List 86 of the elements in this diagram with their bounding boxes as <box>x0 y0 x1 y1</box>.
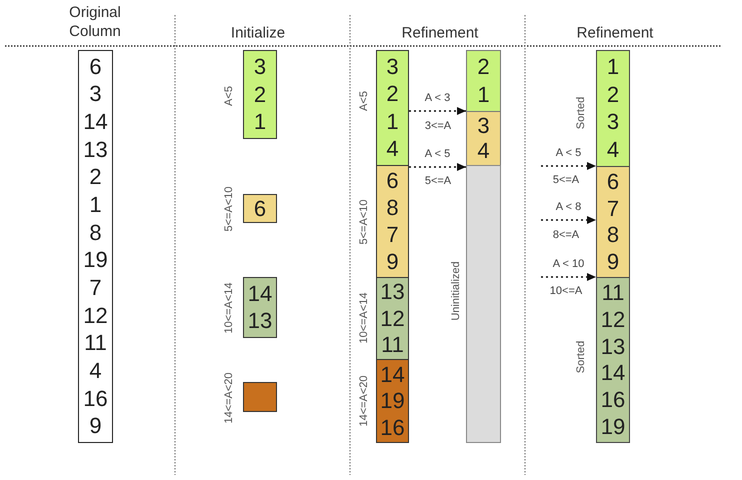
range-label: Sorted <box>575 340 587 374</box>
edge-label: A < 5 <box>424 148 452 160</box>
range-label: 14<=A<20 <box>358 375 370 427</box>
edge-label: A < 5 <box>554 147 582 159</box>
range-label: Uninitialized <box>450 261 462 321</box>
range-label: 10<=A<14 <box>223 282 235 334</box>
dotted-arrow <box>409 107 466 115</box>
column-heading: Refinement <box>576 24 654 42</box>
value-number: 14 <box>380 362 405 386</box>
value-number: 19 <box>380 389 405 413</box>
value-number: 6 <box>606 170 620 194</box>
value-number: 11 <box>381 332 404 357</box>
value-column <box>78 50 113 443</box>
value-number: 8 <box>606 223 620 248</box>
column-heading: Initialize <box>230 24 286 42</box>
dotted-arrow <box>541 216 596 224</box>
range-label: 14<=A<20 <box>223 372 235 424</box>
value-number: 3 <box>254 54 266 79</box>
value-number: 19 <box>83 248 108 272</box>
dotted-arrow <box>409 163 466 171</box>
value-number: 13 <box>380 280 405 304</box>
value-number: 8 <box>89 220 102 245</box>
range-condition: 10<=A <box>550 285 582 297</box>
range-condition: 5<=A <box>552 174 580 186</box>
value-number: 3 <box>386 54 399 79</box>
edge-label: A < 10 <box>552 258 586 270</box>
value-number: 2 <box>89 165 102 190</box>
value-number: 12 <box>600 308 626 332</box>
column-segment <box>596 166 630 278</box>
value-number: 11 <box>602 280 624 305</box>
value-number: 8 <box>386 196 399 220</box>
value-number: 14 <box>248 282 272 306</box>
value-number: 14 <box>600 361 626 386</box>
value-number: 4 <box>386 137 399 162</box>
value-number: 7 <box>606 196 620 221</box>
range-label: A<5 <box>223 86 235 106</box>
value-number: 4 <box>606 138 620 162</box>
value-number: 13 <box>248 309 272 334</box>
column-heading: Refinement <box>402 24 478 42</box>
value-number: 1 <box>606 54 620 79</box>
range-condition: 8<=A <box>552 229 580 241</box>
value-number: 13 <box>83 138 108 162</box>
value-number: 9 <box>386 250 399 274</box>
value-number: 16 <box>380 416 405 440</box>
value-number: 7 <box>89 276 102 300</box>
column-segment <box>466 50 501 112</box>
value-number: 4 <box>477 139 490 164</box>
value-number: 12 <box>380 306 405 330</box>
value-number: 9 <box>89 414 102 438</box>
dotted-arrow <box>541 162 596 170</box>
range-condition: 5<=A <box>424 175 452 187</box>
value-number: 12 <box>83 304 108 328</box>
value-number: 6 <box>386 169 399 193</box>
value-number: 1 <box>477 83 490 107</box>
range-label: 5<=A<10 <box>358 200 370 244</box>
value-number: 16 <box>600 388 626 412</box>
value-number: 16 <box>83 386 108 411</box>
edge-label: A < 8 <box>554 201 582 213</box>
value-number: 7 <box>386 223 399 247</box>
edge-label: A < 3 <box>424 92 452 104</box>
value-number: 1 <box>386 110 399 134</box>
column-segment <box>466 111 501 166</box>
value-number: 13 <box>600 334 626 359</box>
value-number: 2 <box>254 82 266 106</box>
range-label: 10<=A<14 <box>358 292 370 344</box>
range-label: A<5 <box>358 91 370 111</box>
value-number: 3 <box>606 110 620 134</box>
value-number: 6 <box>254 196 266 220</box>
range-label: 5<=A<10 <box>223 186 235 232</box>
value-number: 1 <box>254 110 266 134</box>
value-number: 2 <box>606 82 620 107</box>
value-number: 11 <box>84 331 107 356</box>
column-heading: Original Column <box>68 3 122 41</box>
value-number: 6 <box>89 54 102 79</box>
dotted-arrow <box>541 273 596 281</box>
value-number: 9 <box>606 250 620 274</box>
value-number: 19 <box>600 415 626 440</box>
value-number: 2 <box>386 82 399 106</box>
value-number: 1 <box>89 192 102 217</box>
value-number: 2 <box>477 55 490 79</box>
value-number: 14 <box>83 110 108 134</box>
value-number: 3 <box>477 114 490 138</box>
value-number: 4 <box>89 358 102 383</box>
value-number: 3 <box>89 82 102 106</box>
range-label: Sorted <box>575 96 587 130</box>
range-condition: 3<=A <box>424 120 452 132</box>
